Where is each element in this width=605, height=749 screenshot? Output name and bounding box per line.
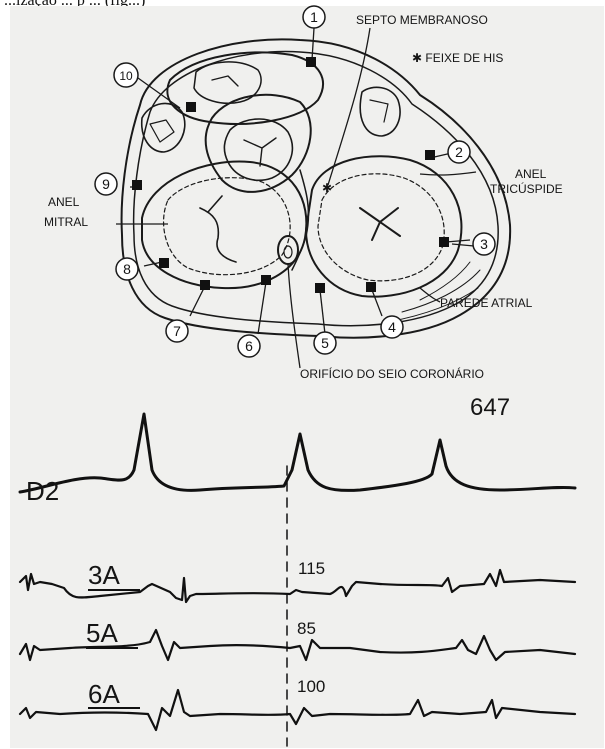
lead-label-5a: 5A (86, 618, 118, 648)
aortic-root (167, 52, 323, 124)
interval-6a: 100 (297, 677, 325, 696)
electrode-3 (439, 237, 449, 247)
electrode-10 (186, 102, 196, 112)
label-anel-tricuspide-1: ANEL (515, 167, 547, 181)
interval-5a: 85 (297, 619, 316, 638)
site-label-5: 5 (321, 335, 329, 351)
recording-number: 647 (470, 394, 510, 421)
label-septo-membranoso: SEPTO MEMBRANOSO (356, 13, 488, 27)
site-label-2: 2 (455, 144, 463, 160)
his-bundle-marker: ✱ (322, 181, 332, 195)
tricuspid-annulus (306, 156, 461, 296)
electrode-1 (306, 57, 316, 67)
electrode-9 (132, 180, 142, 190)
label-anel-tricuspide-2: TRICÚSPIDE (490, 181, 563, 196)
label-orificio-seio-coronario: ORIFÍCIO DO SEIO CORONÁRIO (300, 366, 484, 381)
site-label-6: 6 (245, 338, 253, 354)
label-anel-mitral-1: ANEL (48, 195, 80, 209)
electrode-5 (315, 283, 325, 293)
lead-label-3a: 3A (88, 560, 120, 590)
site-label-3: 3 (480, 236, 488, 252)
label-anel-mitral-2: MITRAL (44, 215, 88, 229)
electrode-6 (261, 275, 271, 285)
site-label-1: 1 (310, 9, 318, 25)
electrode-2 (425, 150, 435, 160)
electrode-8 (159, 258, 169, 268)
label-feixe-de-his: ✱ FEIXE DE HIS (412, 51, 503, 65)
site-label-9: 9 (102, 176, 110, 192)
electrode-4 (366, 282, 376, 292)
electrode-7 (200, 280, 210, 290)
lead-label-d2: D2 (26, 476, 59, 506)
site-label-8: 8 (123, 261, 131, 277)
site-label-4: 4 (388, 319, 396, 335)
site-label-10: 10 (119, 69, 133, 83)
mitral-annulus (142, 162, 306, 289)
lead-label-6a: 6A (88, 679, 120, 709)
site-label-7: 7 (173, 323, 181, 339)
trace-d2 (20, 414, 575, 492)
label-parede-atrial: PAREDE ATRIAL (440, 296, 533, 310)
interval-3a: 115 (298, 559, 325, 578)
